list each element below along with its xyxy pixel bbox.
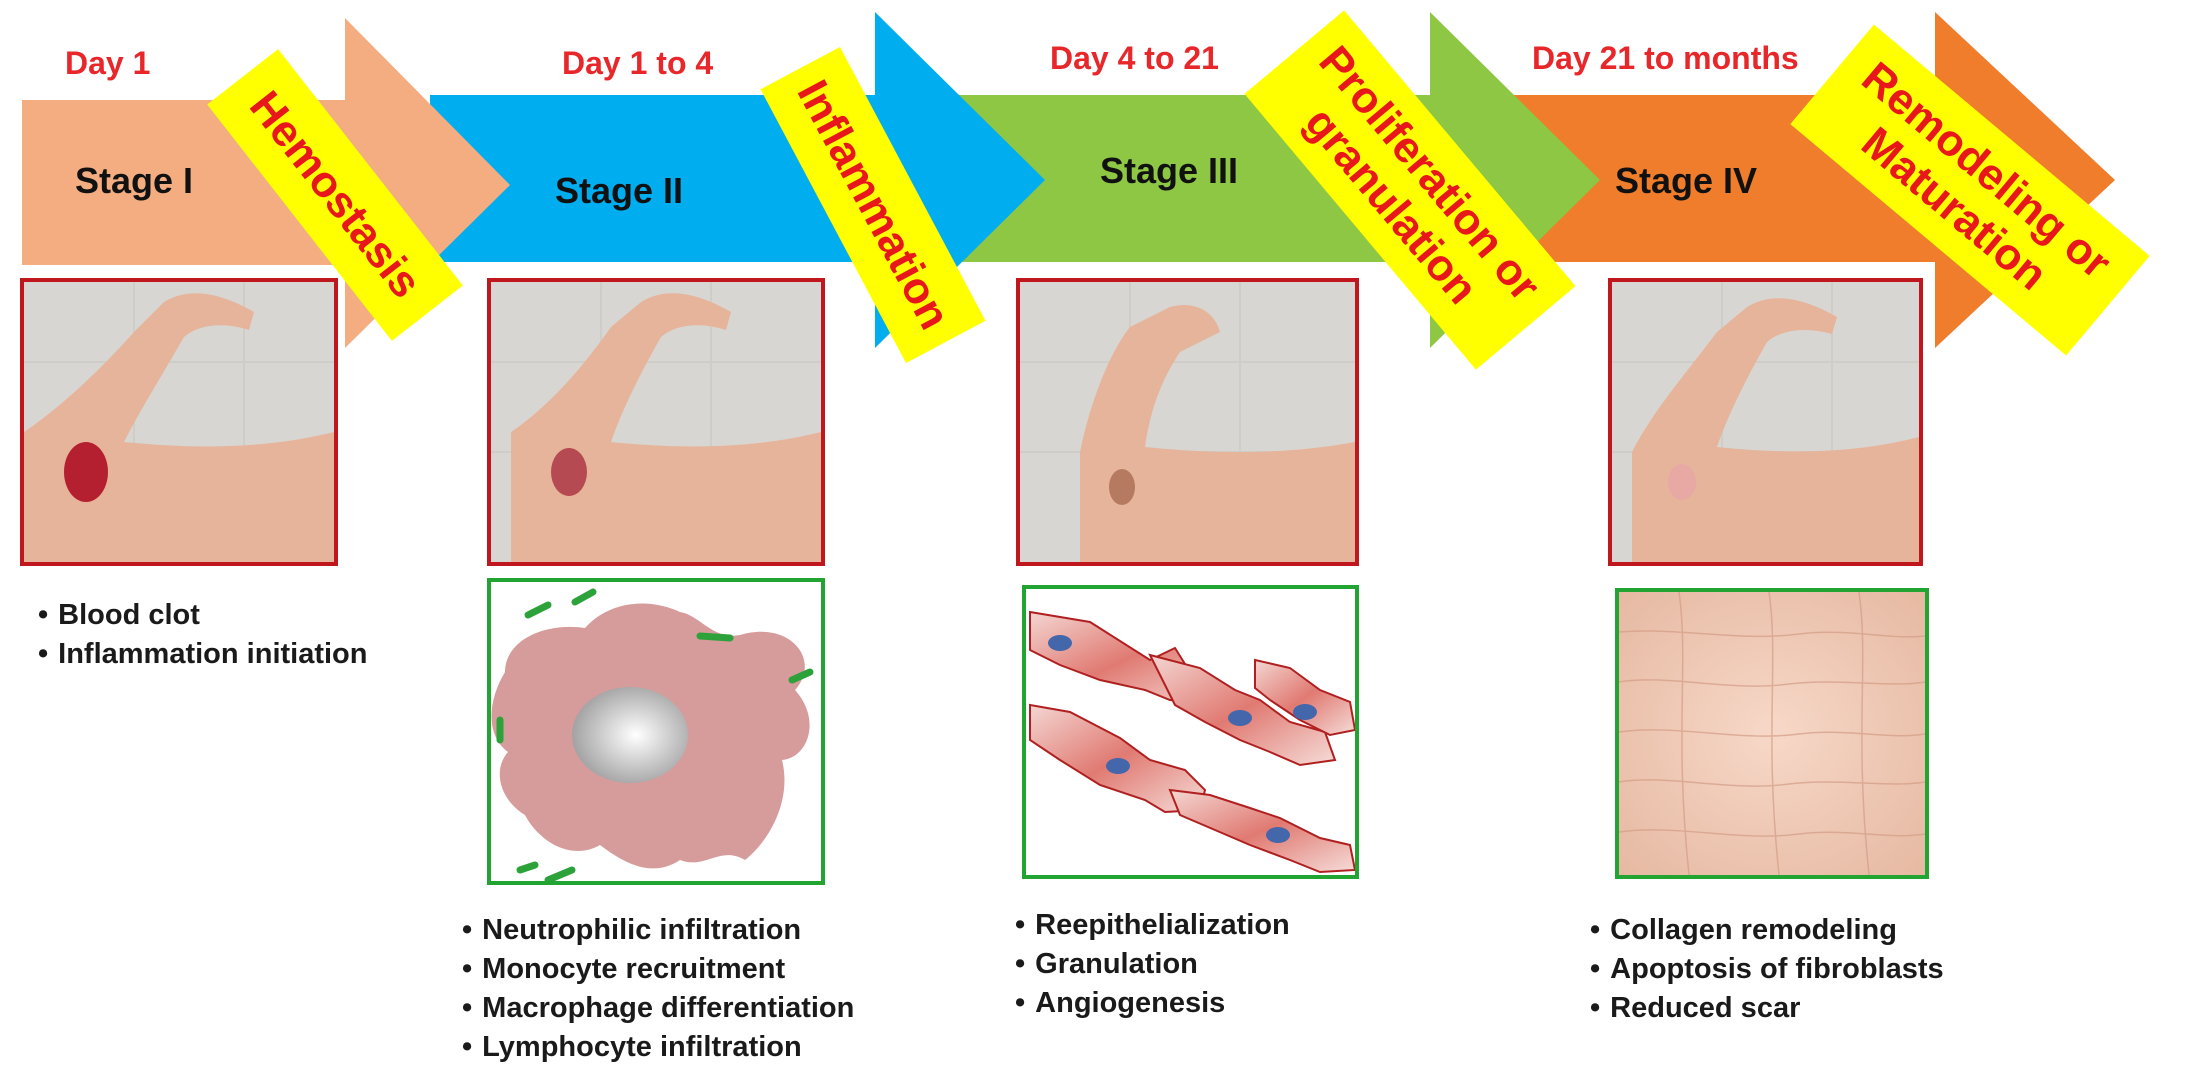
arm-illustration bbox=[1612, 282, 1919, 562]
fibroblast-nucleus bbox=[1228, 710, 1252, 726]
stage2-bullet-list: Neutrophilic infiltration Monocyte recru… bbox=[462, 911, 854, 1067]
list-item: Lymphocyte infiltration bbox=[462, 1028, 854, 1067]
wound-mark bbox=[64, 442, 108, 502]
list-item: Neutrophilic infiltration bbox=[462, 911, 854, 950]
fibroblast-nucleus bbox=[1293, 704, 1317, 720]
fibroblast-cell bbox=[1148, 653, 1337, 767]
wound-mark bbox=[1109, 469, 1135, 505]
list-item: Reduced scar bbox=[1590, 989, 1944, 1028]
list-item: Angiogenesis bbox=[1015, 984, 1290, 1023]
fibroblast-nucleus bbox=[1048, 635, 1072, 651]
list-item: Collagen remodeling bbox=[1590, 911, 1944, 950]
arm-shape bbox=[1080, 304, 1355, 562]
arm-photo-stage2 bbox=[487, 278, 825, 566]
arm-photo-stage1 bbox=[20, 278, 338, 566]
fibroblast-nucleus bbox=[1266, 827, 1290, 843]
macrophage-micrograph-frame bbox=[487, 578, 825, 885]
stage4-bullet-list: Collagen remodeling Apoptosis of fibrobl… bbox=[1590, 911, 1944, 1028]
fibroblast-illustration bbox=[1029, 610, 1357, 874]
list-item: Macrophage differentiation bbox=[462, 989, 854, 1028]
day-label-stage4: Day 21 to months bbox=[1532, 40, 1799, 76]
arm-photo-stage3 bbox=[1016, 278, 1359, 566]
macrophage-nucleus bbox=[572, 687, 688, 783]
day-label-stage3: Day 4 to 21 bbox=[1050, 40, 1219, 76]
stage-label-4: Stage IV bbox=[1615, 160, 1758, 201]
fibroblast-nucleus bbox=[1106, 758, 1130, 774]
fibroblast-cell bbox=[1254, 658, 1357, 737]
list-item: Reepithelialization bbox=[1015, 906, 1290, 945]
fibroblast-micrograph-frame bbox=[1022, 585, 1359, 879]
list-item: Blood clot bbox=[38, 596, 368, 635]
bacteria-rods bbox=[496, 588, 814, 884]
stage-label-3: Stage III bbox=[1100, 150, 1239, 191]
arm-illustration bbox=[24, 282, 334, 562]
stage-label-1: Stage I bbox=[75, 160, 194, 201]
stage-label-2: Stage II bbox=[555, 170, 684, 211]
list-item: Monocyte recruitment bbox=[462, 950, 854, 989]
arm-illustration bbox=[1020, 282, 1355, 562]
list-item: Inflammation initiation bbox=[38, 635, 367, 674]
wound-mark bbox=[1668, 464, 1696, 500]
arm-shape bbox=[24, 293, 334, 562]
day-label-stage1: Day 1 bbox=[65, 45, 151, 81]
arm-shape bbox=[1632, 298, 1919, 562]
stage1-bullet-list: Blood clot Inflammation initiation bbox=[38, 596, 368, 674]
list-item: Granulation bbox=[1015, 945, 1290, 984]
arm-illustration bbox=[491, 282, 821, 562]
skin-texture-illustration bbox=[1619, 592, 1925, 875]
day-label-stage2: Day 1 to 4 bbox=[562, 45, 714, 81]
macrophage-illustration bbox=[491, 588, 814, 884]
arm-photo-stage4 bbox=[1608, 278, 1923, 566]
arm-shape bbox=[511, 293, 821, 562]
list-item: Apoptosis of fibroblasts bbox=[1590, 950, 1944, 989]
wound-mark bbox=[551, 448, 587, 496]
stage3-bullet-list: Reepithelialization Granulation Angiogen… bbox=[1015, 906, 1290, 1023]
skin-micrograph-frame bbox=[1615, 588, 1929, 879]
